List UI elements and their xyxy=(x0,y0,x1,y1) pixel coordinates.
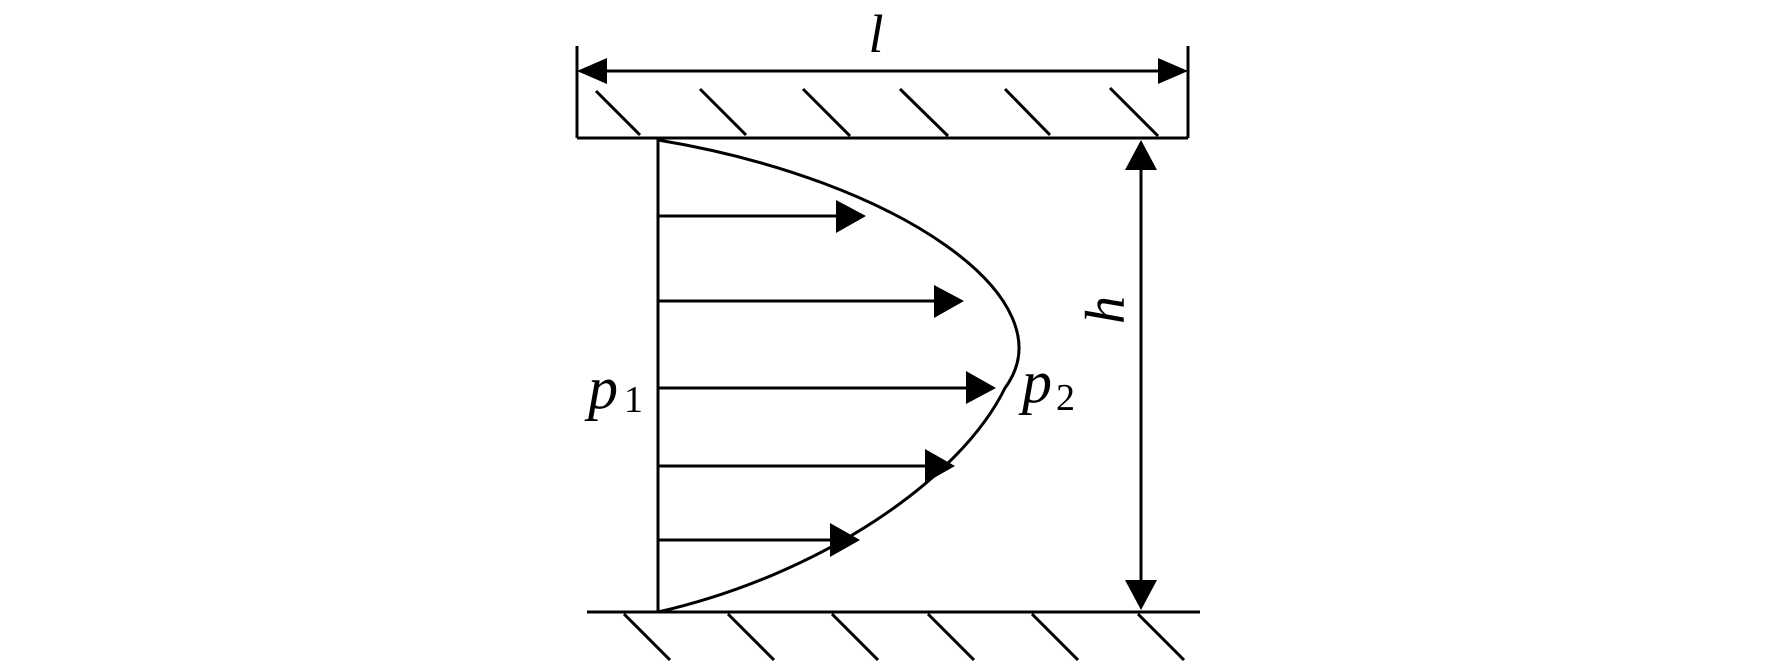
length-dimension: l xyxy=(575,4,1190,138)
velocity-arrowhead xyxy=(836,200,866,233)
height-dimension: h xyxy=(1075,140,1157,610)
arrowhead-left xyxy=(577,58,607,84)
velocity-arrowhead xyxy=(934,285,964,318)
arrowhead-right xyxy=(1158,58,1188,84)
hatch-mark xyxy=(726,612,776,662)
p1-subscript: 1 xyxy=(624,379,643,421)
hatch-mark xyxy=(801,87,852,138)
p1-label: p 1 xyxy=(584,355,643,421)
velocity-arrowhead xyxy=(925,449,955,483)
hatch-mark xyxy=(830,612,880,662)
hatch-mark xyxy=(926,612,976,662)
velocity-arrowhead xyxy=(830,523,860,557)
length-label: l xyxy=(868,4,883,64)
arrowhead-down xyxy=(1125,580,1157,610)
hatch-mark xyxy=(594,89,642,137)
top-wall xyxy=(577,86,1188,140)
velocity-arrowhead xyxy=(966,371,996,404)
hatch-mark xyxy=(622,612,672,662)
velocity-arrows xyxy=(658,200,996,557)
hatch-mark xyxy=(1030,612,1080,662)
bottom-wall xyxy=(587,610,1200,662)
height-label: h xyxy=(1075,296,1137,324)
hatch-mark xyxy=(1136,612,1186,662)
p2-main: p xyxy=(1018,349,1052,415)
hatch-mark xyxy=(698,87,748,137)
velocity-profile-curve xyxy=(657,138,1021,614)
p1-main: p xyxy=(584,355,618,421)
arrowhead-up xyxy=(1125,140,1157,170)
p2-subscript: 2 xyxy=(1056,377,1075,419)
hatch-mark xyxy=(1003,87,1052,137)
p2-label: p 2 xyxy=(1018,349,1075,419)
hatch-mark xyxy=(1108,86,1160,138)
hatch-mark xyxy=(898,87,950,138)
